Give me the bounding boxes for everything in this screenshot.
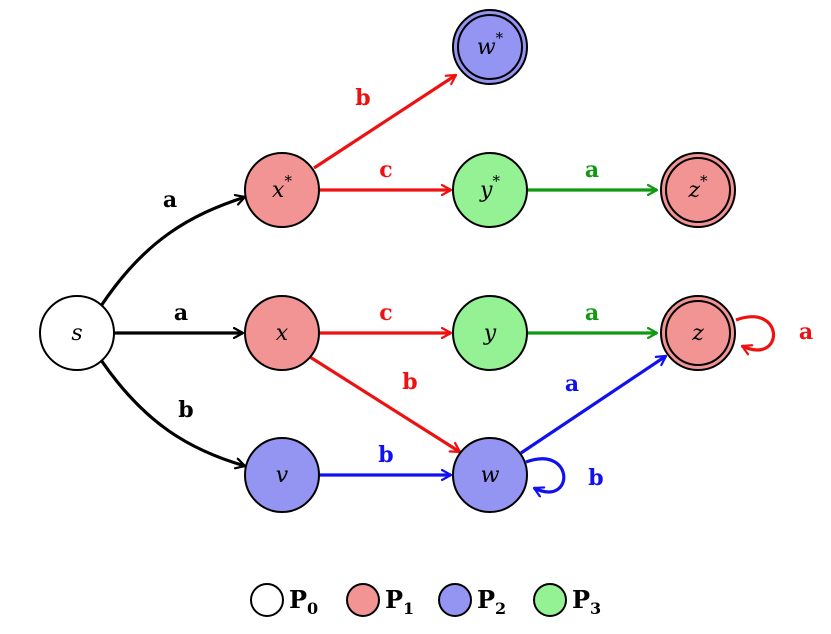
- state-ys: y*: [452, 152, 528, 228]
- state-w: w: [452, 437, 528, 513]
- state-label: x: [276, 321, 289, 346]
- legend-subscript: 1: [403, 599, 414, 618]
- state-circle: [660, 152, 736, 228]
- state-s: s: [39, 295, 115, 371]
- state-label: w: [481, 463, 500, 488]
- state-name: x: [276, 321, 289, 346]
- state-name: y: [479, 178, 493, 203]
- state-name: z: [691, 321, 704, 346]
- edge-label-xs-to-ys: c: [379, 157, 392, 183]
- state-ws: w*: [452, 9, 528, 85]
- state-superscript: *: [700, 172, 708, 190]
- edge-label-s-to-xs: a: [163, 187, 177, 213]
- edge-xs-to-ws: [313, 73, 456, 170]
- edge-w-to-w: [525, 457, 566, 492]
- state-circle: [452, 152, 528, 228]
- state-zs: z*: [660, 152, 736, 228]
- state-circle: [244, 295, 320, 371]
- legend-label-P0: P0: [289, 585, 318, 618]
- state-y: y: [452, 295, 528, 371]
- state-xs: x*: [244, 152, 320, 228]
- edge-label-s-to-x: a: [174, 300, 188, 326]
- edge-s-to-v: [99, 359, 245, 466]
- legend-label-P2: P2: [477, 585, 506, 618]
- legend-swatch-P0: [250, 583, 284, 617]
- accepting-ring: [665, 157, 731, 223]
- state-circle: [452, 295, 528, 371]
- legend-letter: P: [385, 585, 403, 614]
- state-label: s: [71, 321, 82, 346]
- edge-s-to-xs: [99, 197, 245, 307]
- state-name: v: [276, 463, 289, 488]
- legend-letter: P: [572, 585, 590, 614]
- edges-layer: a a b b c a c b a b a a b: [99, 73, 813, 492]
- state-name: s: [71, 321, 82, 346]
- state-name: x: [272, 178, 285, 203]
- state-circle: [452, 437, 528, 513]
- state-v: v: [244, 437, 320, 513]
- state-label: v: [276, 463, 289, 488]
- edge-label-ys-to-zs: a: [585, 157, 599, 183]
- state-label: z: [691, 321, 704, 346]
- legend-subscript: 3: [590, 599, 601, 618]
- edge-label-s-to-v: b: [178, 397, 193, 423]
- state-z: z: [660, 295, 736, 371]
- state-circle: [244, 152, 320, 228]
- state-label: w*: [477, 29, 504, 60]
- state-circle: [660, 295, 736, 371]
- accepting-ring: [457, 14, 523, 80]
- state-superscript: *: [496, 29, 504, 47]
- state-name: z: [687, 178, 700, 203]
- edge-label-y-to-z: a: [585, 300, 599, 326]
- edge-label-z-to-z: a: [799, 319, 813, 345]
- accepting-ring: [665, 300, 731, 366]
- edge-label-w-to-w: b: [588, 465, 603, 491]
- edge-label-w-to-z: a: [565, 371, 579, 397]
- legend-swatch-P2: [438, 583, 472, 617]
- state-label: y: [483, 321, 497, 346]
- legend-swatch-P3: [533, 583, 567, 617]
- legend-subscript: 2: [495, 599, 506, 618]
- state-superscript: *: [492, 172, 500, 190]
- state-name: w: [481, 463, 500, 488]
- legend-letter: P: [289, 585, 307, 614]
- edge-label-x-to-y: c: [379, 300, 392, 326]
- state-name: y: [483, 321, 497, 346]
- state-circle: [244, 437, 320, 513]
- state-label: x*: [272, 172, 292, 203]
- state-circle: [39, 295, 115, 371]
- edge-x-to-w: [309, 355, 460, 454]
- legend-letter: P: [477, 585, 495, 614]
- edge-label-x-to-w: b: [402, 369, 417, 395]
- state-x: x: [244, 295, 320, 371]
- legend-subscript: 0: [307, 599, 318, 618]
- legend-label-P3: P3: [572, 585, 601, 618]
- edge-z-to-z: [735, 315, 776, 350]
- edge-label-v-to-w: b: [378, 442, 393, 468]
- edge-label-xs-to-ws: b: [355, 85, 370, 111]
- legend-label-P1: P1: [385, 585, 414, 618]
- state-label: y*: [479, 172, 500, 203]
- legend-swatch-P1: [346, 583, 380, 617]
- state-name: w: [477, 35, 496, 60]
- state-label: z*: [687, 172, 708, 203]
- edge-w-to-z: [520, 354, 666, 455]
- state-circle: [452, 9, 528, 85]
- state-superscript: *: [284, 172, 292, 190]
